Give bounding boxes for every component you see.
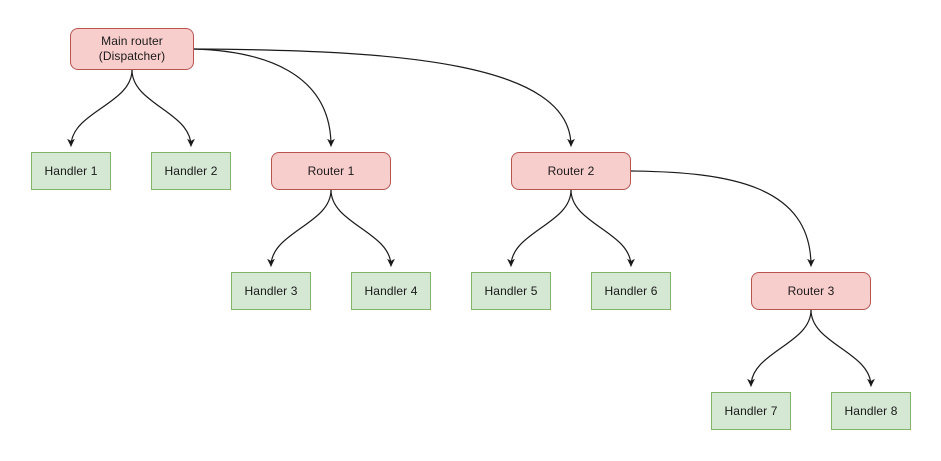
edge-router-1-to-handler-4 bbox=[330, 189, 395, 267]
node-handler-5[interactable]: Handler 5 bbox=[471, 272, 551, 310]
edge-router-2-to-router-3 bbox=[630, 170, 815, 267]
node-label: Handler 6 bbox=[604, 283, 658, 298]
node-label: Handler 3 bbox=[244, 283, 298, 298]
node-label: Router 2 bbox=[547, 163, 595, 178]
edge-router-1-to-handler-3 bbox=[267, 189, 332, 267]
node-router-1[interactable]: Router 1 bbox=[271, 152, 391, 190]
node-label: Handler 2 bbox=[164, 163, 218, 178]
node-handler-3[interactable]: Handler 3 bbox=[231, 272, 311, 310]
node-label: Router 1 bbox=[307, 163, 355, 178]
node-handler-4[interactable]: Handler 4 bbox=[351, 272, 431, 310]
node-handler-2[interactable]: Handler 2 bbox=[151, 152, 231, 190]
node-handler-7[interactable]: Handler 7 bbox=[711, 392, 791, 430]
node-label: Router 3 bbox=[787, 283, 835, 298]
node-handler-8[interactable]: Handler 8 bbox=[831, 392, 911, 430]
edge-router-2-to-handler-6 bbox=[570, 189, 635, 267]
edge-router-3-to-handler-8 bbox=[810, 309, 875, 387]
edge-router-3-to-handler-7 bbox=[747, 309, 812, 387]
edge-main-to-router-2 bbox=[193, 48, 575, 147]
node-handler-6[interactable]: Handler 6 bbox=[591, 272, 671, 310]
edge-main-to-router-1 bbox=[193, 48, 335, 147]
node-label: Handler 1 bbox=[44, 163, 98, 178]
node-label: Handler 4 bbox=[364, 283, 418, 298]
node-main-router[interactable]: Main router (Dispatcher) bbox=[70, 28, 194, 70]
node-label: Handler 7 bbox=[724, 403, 778, 418]
edge-main-to-handler-1 bbox=[67, 69, 133, 147]
node-label: Main router (Dispatcher) bbox=[98, 34, 166, 63]
edge-main-to-handler-2 bbox=[131, 69, 195, 147]
node-label: Handler 5 bbox=[484, 283, 538, 298]
node-handler-1[interactable]: Handler 1 bbox=[31, 152, 111, 190]
node-router-2[interactable]: Router 2 bbox=[511, 152, 631, 190]
node-router-3[interactable]: Router 3 bbox=[751, 272, 871, 310]
edge-router-2-to-handler-5 bbox=[507, 189, 572, 267]
node-label: Handler 8 bbox=[844, 403, 898, 418]
